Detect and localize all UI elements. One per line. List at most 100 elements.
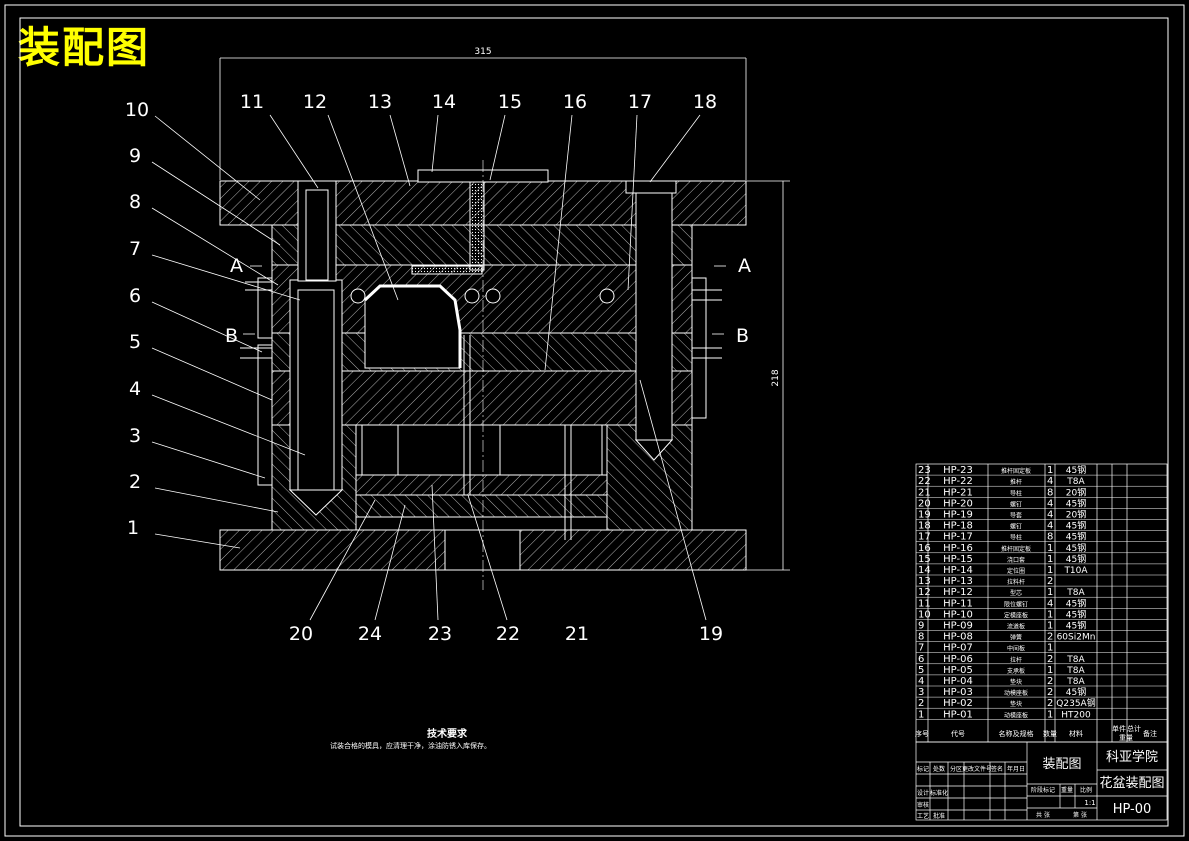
parts-cell-name: 定模座板: [1004, 611, 1028, 619]
title-block-scale: 1:1: [1084, 799, 1095, 807]
inner-border: [19, 17, 1169, 827]
parts-cell-qty: 1: [1047, 587, 1053, 598]
parts-cell-name: 导柱: [1010, 489, 1022, 497]
leader-lines: [151, 114, 707, 621]
callouts-bottom: 20 24 23 22 21 19: [289, 623, 723, 645]
parts-cell-no: 12: [918, 587, 931, 598]
width-dimension-text: 315: [474, 47, 491, 57]
callout-10: 10: [125, 99, 149, 121]
callout-20: 20: [289, 623, 313, 645]
parts-cell-no: 20: [918, 498, 931, 509]
parts-cell-qty: 4: [1047, 498, 1053, 509]
parts-cell-code: HP-06: [943, 654, 973, 665]
parts-cell-material: 45钢: [1066, 686, 1086, 698]
parts-cell-no: 19: [918, 510, 931, 521]
title-block-label: 批准: [933, 812, 945, 820]
parts-list-table: [915, 463, 1168, 743]
callout-5: 5: [129, 331, 141, 353]
parts-cell-code: HP-09: [943, 621, 973, 632]
callouts-left: 10 9 8 7 6 5 4 3 2 1: [125, 99, 149, 539]
parts-cell-name: 拉杆: [1010, 656, 1022, 664]
parts-cell-qty: 1: [1047, 543, 1053, 554]
parts-cell-qty: 1: [1047, 465, 1053, 476]
parts-cell-code: HP-11: [943, 598, 973, 609]
parts-cell-no: 17: [918, 532, 931, 543]
parts-cell-qty: 1: [1047, 554, 1053, 565]
parts-cell-code: HP-04: [943, 676, 973, 687]
parts-cell-no: 3: [918, 687, 924, 698]
header-weight-single: 单件: [1112, 724, 1126, 733]
header-code: 代号: [951, 729, 965, 738]
section-mark-b-left: B: [225, 325, 238, 347]
parts-cell-no: 1: [918, 709, 924, 720]
parts-cell-code: HP-03: [943, 687, 973, 698]
title-block-label: 签名: [991, 765, 1003, 773]
callout-17: 17: [628, 91, 652, 113]
parts-cell-code: HP-12: [943, 587, 973, 598]
parts-cell-material: T10A: [1063, 566, 1088, 576]
parts-cell-material: 20钢: [1066, 486, 1086, 498]
parts-cell-name: 垫块: [1010, 678, 1022, 686]
parts-cell-name: 动模座板: [1004, 689, 1028, 697]
title-block-label: 比例: [1080, 786, 1092, 794]
parts-cell-material: 45钢: [1066, 531, 1086, 543]
title-block-drawing-name: 装配图: [1042, 757, 1081, 772]
parts-cell-no: 5: [918, 665, 924, 676]
parts-cell-material: 45钢: [1066, 464, 1086, 476]
title-block-school: 科亚学院: [1106, 749, 1158, 765]
parts-cell-no: 16: [918, 543, 931, 554]
tech-requirements-text: 试装合格的模具，应清理干净，涂油防锈入库保存。: [330, 741, 491, 750]
parts-cell-code: HP-02: [943, 698, 973, 709]
parts-cell-name: 螺钉: [1010, 500, 1022, 508]
height-dimension: [746, 180, 790, 571]
title-block-label: 处数: [933, 765, 945, 773]
parts-cell-material: 45钢: [1066, 542, 1086, 554]
title-block-label: 更改文件号: [962, 765, 992, 773]
parts-cell-material: HT200: [1061, 710, 1091, 720]
parts-cell-material: T8A: [1066, 588, 1085, 598]
parts-cell-name: 限位螺钉: [1004, 600, 1028, 608]
callout-19: 19: [699, 623, 723, 645]
title-block-label: 年月日: [1007, 765, 1025, 773]
title-block-label: 标准化: [930, 789, 948, 797]
parts-cell-qty: 4: [1047, 476, 1053, 487]
parts-cell-name: 支承板: [1007, 667, 1025, 675]
parts-cell-no: 14: [918, 565, 931, 576]
parts-cell-no: 13: [918, 576, 931, 587]
section-mark-b-right: B: [736, 325, 749, 347]
parts-cell-name: 流道板: [1007, 623, 1025, 631]
callout-21: 21: [565, 623, 589, 645]
width-dimension: [219, 57, 747, 180]
parts-cell-material: 60Si2Mn: [1057, 633, 1096, 643]
header-weight: 重量: [1119, 734, 1133, 742]
parts-cell-name: 推杆固定板: [1001, 545, 1031, 553]
parts-cell-material: T8A: [1066, 666, 1085, 676]
parts-cell-no: 6: [918, 654, 924, 665]
callout-9: 9: [129, 145, 141, 167]
callout-15: 15: [498, 91, 522, 113]
parts-cell-no: 18: [918, 521, 931, 532]
parts-cell-qty: 1: [1047, 621, 1053, 632]
parts-cell-material: 20钢: [1066, 509, 1086, 521]
parts-cell-code: HP-10: [943, 609, 973, 620]
callout-13: 13: [368, 91, 392, 113]
parts-cell-qty: 2: [1047, 698, 1053, 709]
outer-border: [4, 4, 1185, 837]
parts-cell-code: HP-21: [943, 487, 973, 498]
parts-cell-no: 22: [918, 476, 931, 487]
mold-section: [219, 169, 747, 571]
parts-cell-qty: 1: [1047, 643, 1053, 654]
parts-cell-material: 45钢: [1066, 597, 1086, 609]
parts-cell-qty: 2: [1047, 687, 1053, 698]
callout-4: 4: [129, 378, 141, 400]
parts-cell-name: 浇口套: [1007, 556, 1025, 564]
callout-6: 6: [129, 285, 141, 307]
parts-cell-no: 2: [918, 698, 924, 709]
parts-cell-qty: 2: [1047, 654, 1053, 665]
title-block-product: 花盆装配图: [1099, 775, 1164, 791]
parts-cell-name: 动模座板: [1004, 711, 1028, 719]
parts-cell-no: 7: [918, 643, 924, 654]
title-block-label: 审核: [917, 801, 929, 809]
callout-2: 2: [129, 471, 141, 493]
header-no: 序号: [915, 729, 929, 738]
